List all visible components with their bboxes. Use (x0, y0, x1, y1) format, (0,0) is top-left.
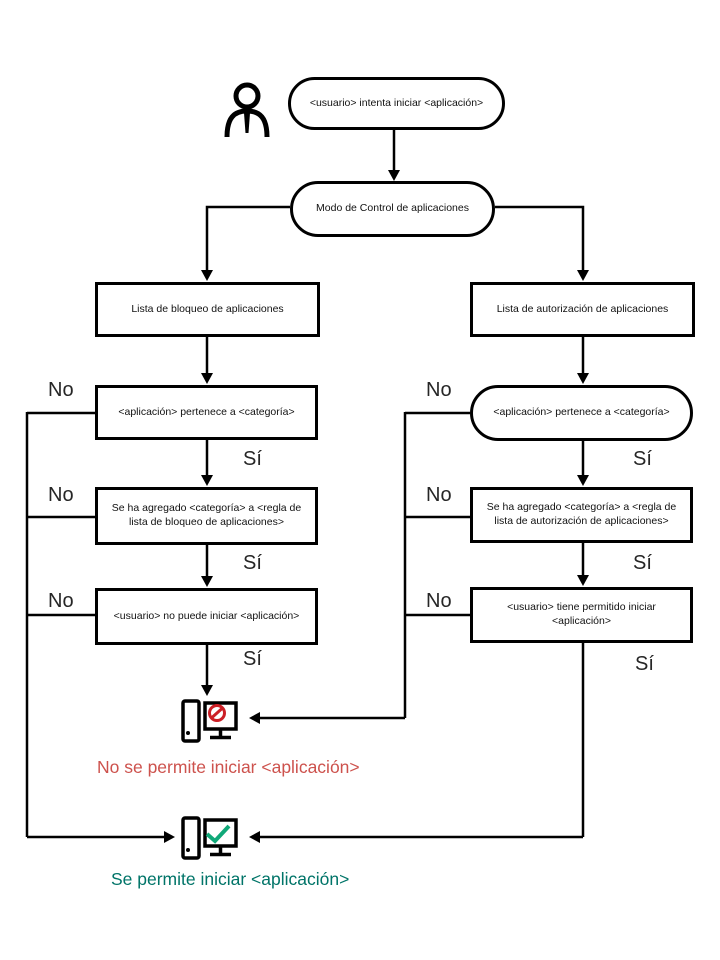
label-si: Sí (243, 448, 262, 470)
node-deny-result: <usuario> no puede iniciar <aplicación> (95, 588, 318, 645)
person-icon (224, 82, 270, 138)
label-si: Sí (243, 648, 262, 670)
label-no: No (426, 590, 452, 612)
result-allowed-text: Se permite iniciar <aplicación> (111, 869, 350, 889)
node-deny-belongs-category: <aplicación> pertenece a <categoría> (95, 385, 318, 440)
node-allow-rule-added: Se ha agregado <categoría> a <regla de l… (470, 487, 693, 543)
label-no: No (426, 484, 452, 506)
node-denylist: Lista de bloqueo de aplicaciones (95, 282, 320, 337)
label-no: No (48, 484, 74, 506)
label-no: No (48, 590, 74, 612)
label-si: Sí (243, 552, 262, 574)
node-deny-rule-added: Se ha agregado <categoría> a <regla de l… (95, 487, 318, 545)
node-allow-belongs-category: <aplicación> pertenece a <categoría> (470, 385, 693, 441)
result-blocked-text: No se permite iniciar <aplicación> (97, 757, 360, 777)
blocked-computer-icon (181, 699, 238, 743)
allowed-computer-icon (181, 816, 238, 860)
label-no: No (48, 379, 74, 401)
check-icon (205, 824, 231, 844)
node-start: <usuario> intenta iniciar <aplicación> (288, 77, 505, 130)
label-si: Sí (633, 448, 652, 470)
node-allow-result: <usuario> tiene permitido iniciar <aplic… (470, 587, 693, 643)
node-allowlist: Lista de autorización de aplicaciones (470, 282, 695, 337)
label-si: Sí (633, 552, 652, 574)
label-no: No (426, 379, 452, 401)
prohibition-icon (208, 704, 226, 722)
label-si: Sí (635, 653, 654, 675)
node-control-mode: Modo de Control de aplicaciones (290, 181, 495, 237)
